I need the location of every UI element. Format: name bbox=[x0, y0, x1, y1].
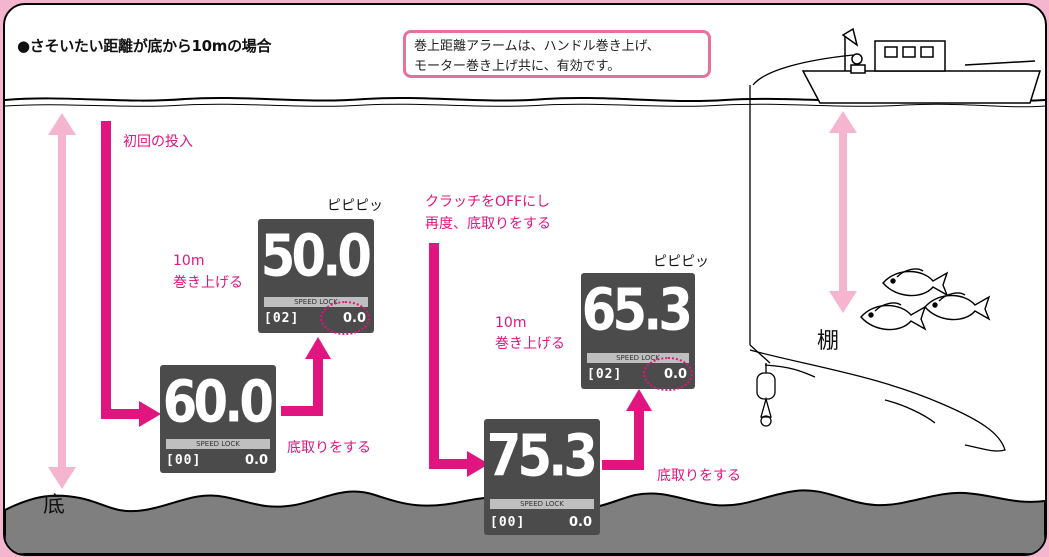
counter-readout: [02] bbox=[587, 367, 623, 382]
counter-readout: [02] bbox=[264, 311, 300, 326]
callout-line-2: モーター巻き上げ共に、有効です。 bbox=[414, 59, 621, 74]
wind-up-label-1: 巻き上げる bbox=[173, 275, 243, 291]
wind-up-arrow-1 bbox=[281, 337, 331, 416]
clutch-label-1: クラッチをOFFにし bbox=[425, 194, 551, 210]
tana-range-arrow bbox=[829, 111, 857, 313]
depth-display-50: 50.0 SPEED LOCK [02] 0.0 bbox=[258, 219, 374, 335]
tana-label: 棚 bbox=[817, 329, 840, 354]
depth-reading: 65.3 bbox=[581, 276, 693, 344]
callout-line-1: 巻上距離アラームは、ハンドル巻き上げ、 bbox=[414, 39, 660, 54]
wind-up-label-2: 巻き上げる bbox=[495, 336, 565, 352]
depth-display-65: 65.3 SPEED LOCK [02] 0.0 bbox=[581, 273, 695, 391]
beep-label-1: ピピピッ bbox=[327, 198, 383, 214]
alarm-blink-indicator bbox=[643, 357, 693, 391]
speed-lock-bar: SPEED LOCK bbox=[264, 297, 368, 307]
depth-reading: 60.0 bbox=[162, 368, 274, 436]
depth-display-75: 75.3 SPEED LOCK [00] 0.0 bbox=[484, 419, 600, 535]
first-drop-arrow bbox=[101, 121, 161, 427]
bottom-label: 底 bbox=[43, 493, 66, 518]
depth-reading: 75.3 bbox=[486, 422, 598, 490]
boat-illustration bbox=[801, 27, 1042, 104]
second-drop-arrow bbox=[429, 243, 489, 477]
beep-label-2: ピピピッ bbox=[653, 254, 709, 270]
diagram-frame: ●さそいたい距離が底から10mの場合 巻上距離アラームは、ハンドル巻き上げ、 モ… bbox=[3, 3, 1047, 556]
fishing-rig bbox=[749, 54, 1006, 452]
depth-display-60: 60.0 SPEED LOCK [00] 0.0 bbox=[160, 365, 276, 473]
alarm-callout: 巻上距離アラームは、ハンドル巻き上げ、 モーター巻き上げ共に、有効です。 bbox=[403, 30, 711, 78]
wind-up-arrow-2 bbox=[602, 389, 652, 470]
counter-readout: [00] bbox=[490, 515, 526, 530]
bottom-take-label-1: 底取りをする bbox=[287, 440, 371, 456]
bottom-take-label-2: 底取りをする bbox=[657, 468, 741, 484]
clutch-label-2: 再度、底取りをする bbox=[425, 216, 551, 232]
speed-lock-bar: SPEED LOCK bbox=[166, 439, 270, 449]
sub-readout: 0.0 bbox=[244, 453, 268, 468]
page-title: ●さそいたい距離が底から10mの場合 bbox=[17, 37, 272, 55]
alarm-blink-indicator bbox=[320, 301, 370, 335]
depth-reading: 50.0 bbox=[260, 222, 372, 290]
speed-lock-bar: SPEED LOCK bbox=[490, 499, 594, 509]
sub-readout: 0.0 bbox=[568, 515, 592, 530]
bottom-range-arrow bbox=[48, 113, 76, 489]
wind-dist-label-1: 10m bbox=[173, 253, 205, 269]
first-drop-label: 初回の投入 bbox=[123, 134, 193, 150]
counter-readout: [00] bbox=[166, 453, 202, 468]
fish-school bbox=[860, 268, 991, 331]
wind-dist-label-2: 10m bbox=[495, 315, 527, 331]
speed-lock-bar: SPEED LOCK bbox=[587, 353, 689, 363]
